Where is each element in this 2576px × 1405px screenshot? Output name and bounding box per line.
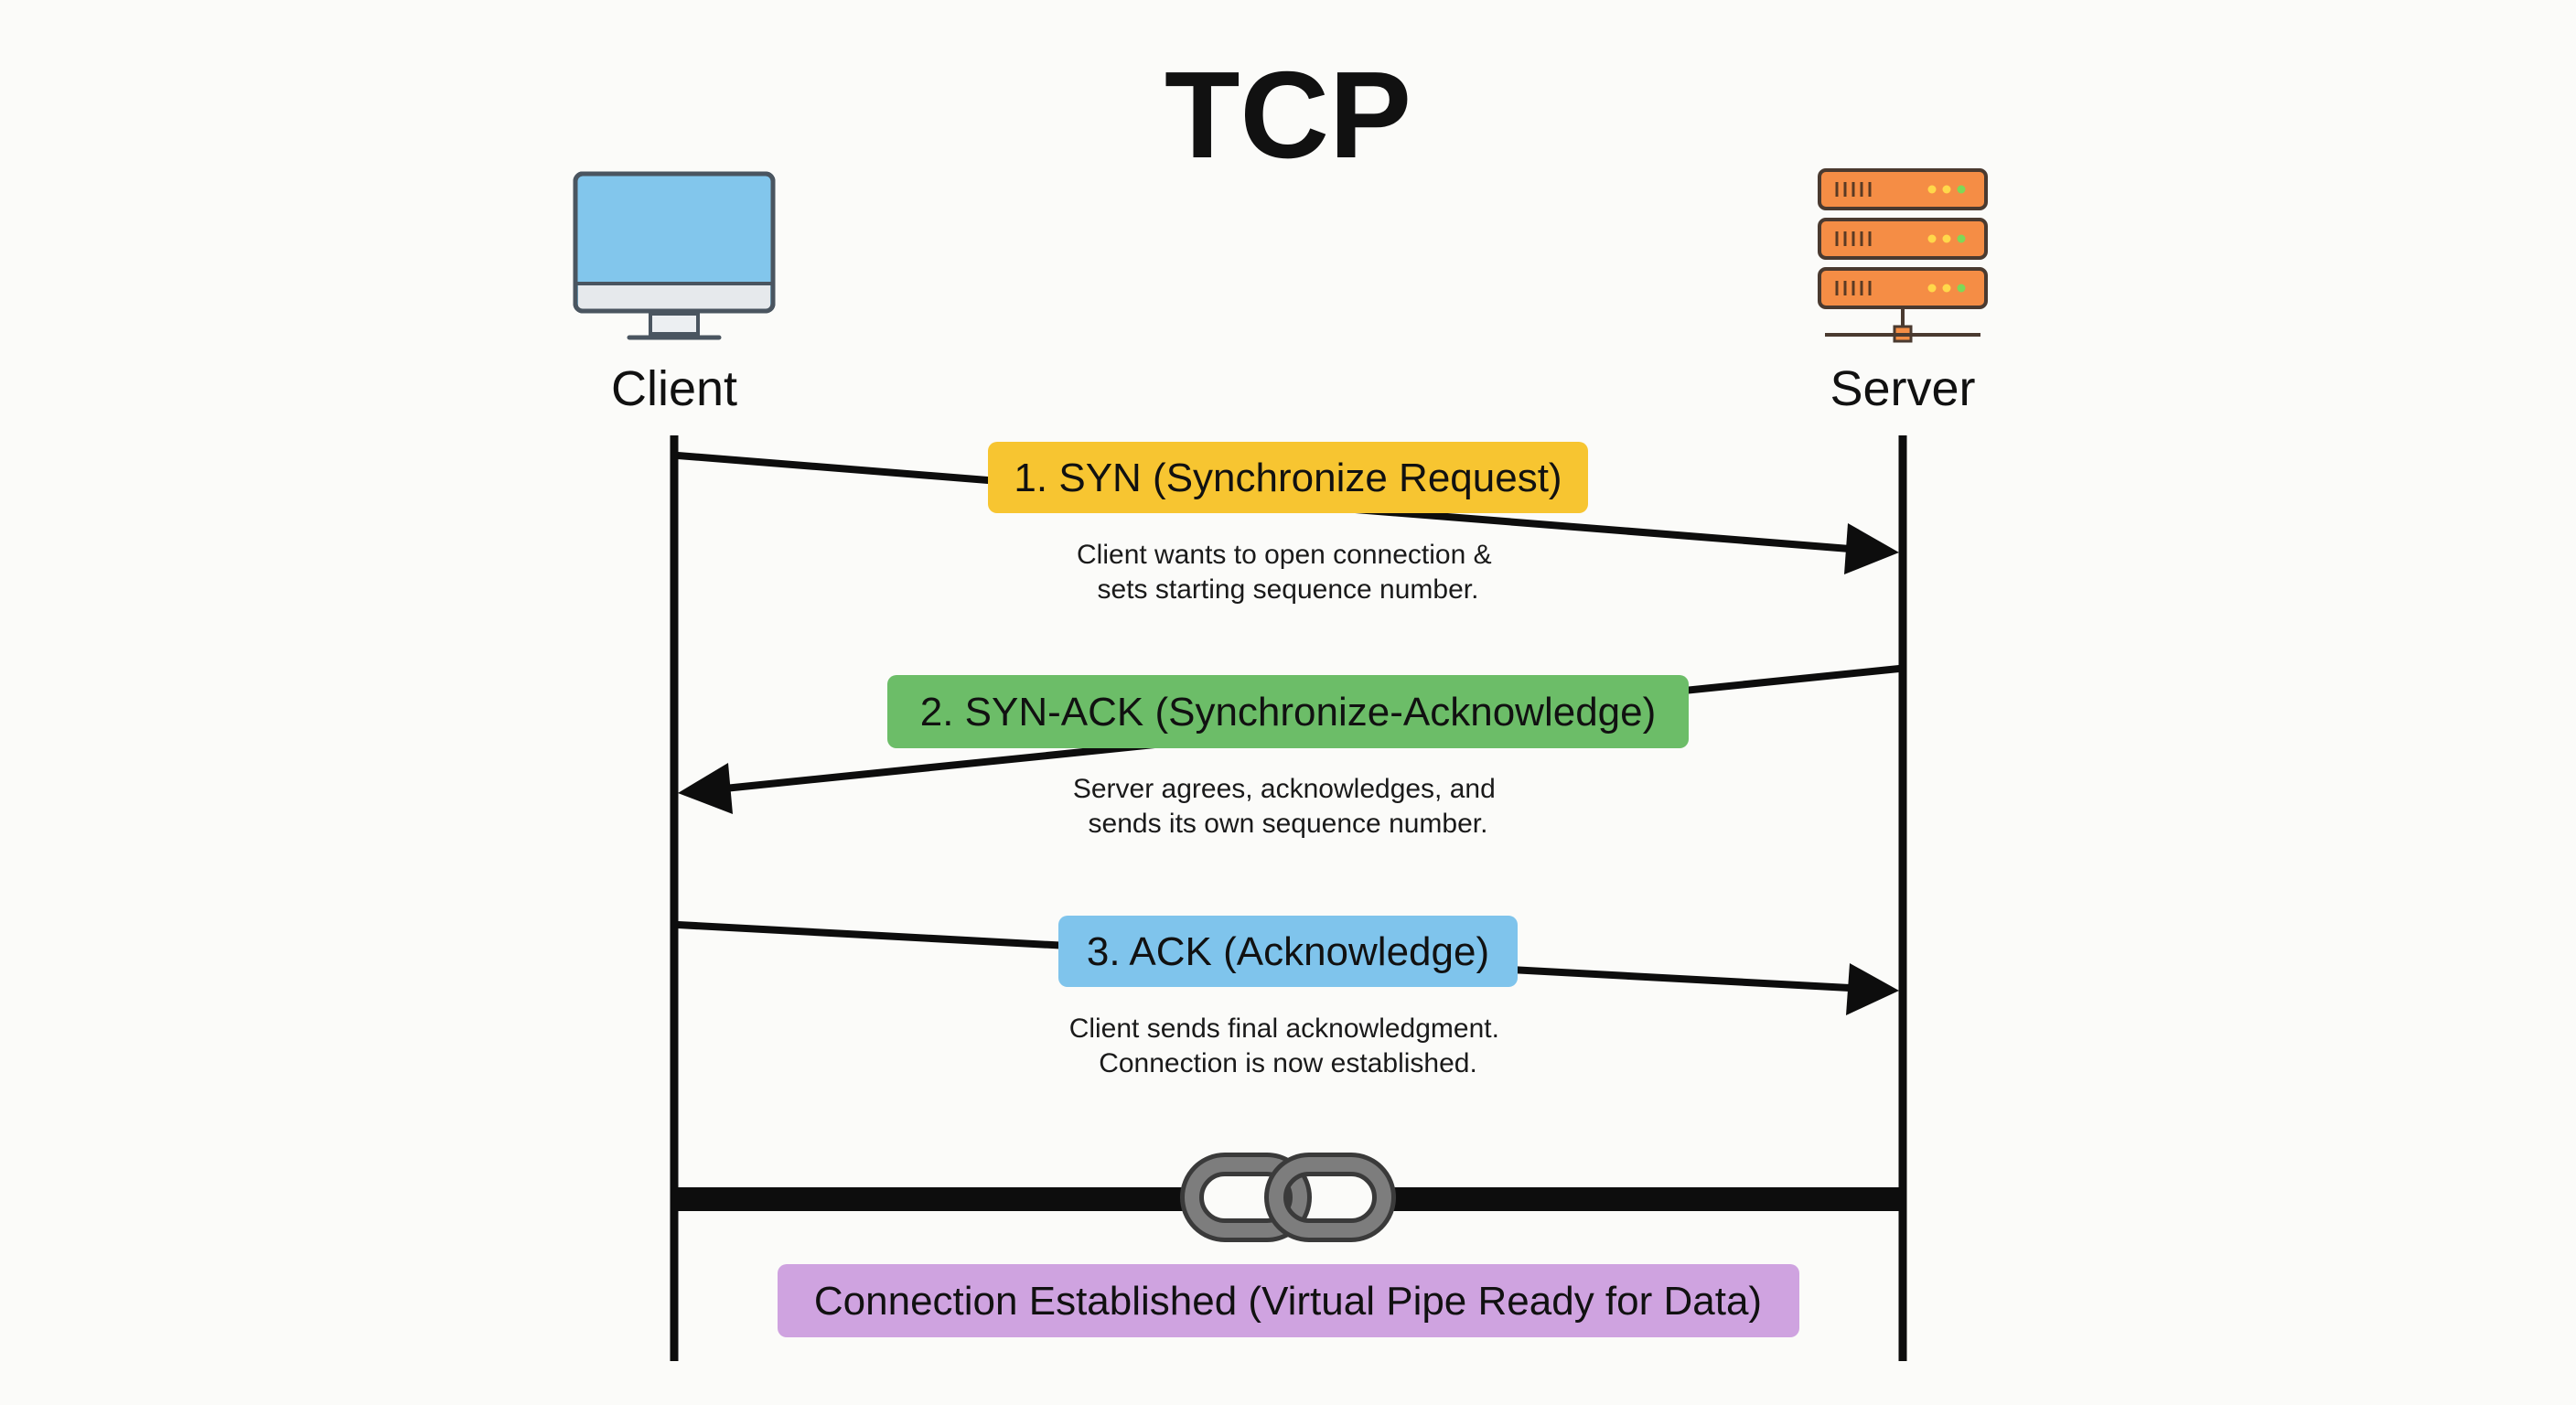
server-label: Server bbox=[1830, 361, 1975, 416]
connection-established-label: Connection Established (Virtual Pipe Rea… bbox=[814, 1279, 1762, 1324]
server-status-light bbox=[1957, 284, 1966, 293]
server-status-light bbox=[1927, 185, 1937, 194]
connection-established-badge: Connection Established (Virtual Pipe Rea… bbox=[778, 1264, 1799, 1337]
server-status-light bbox=[1942, 284, 1951, 293]
syn-step-label: 1. SYN (Synchronize Request) bbox=[1014, 456, 1562, 500]
chain-link-icon bbox=[1180, 1153, 1396, 1242]
server-status-light bbox=[1957, 185, 1966, 194]
server-status-light bbox=[1927, 234, 1937, 243]
ack-step-label: 3. ACK (Acknowledge) bbox=[1087, 929, 1489, 974]
syn-ack-step-label: 2. SYN-ACK (Synchronize-Acknowledge) bbox=[920, 690, 1657, 735]
server-status-light bbox=[1957, 234, 1966, 243]
monitor-icon bbox=[573, 171, 776, 340]
syn-step-badge: 1. SYN (Synchronize Request) bbox=[988, 442, 1588, 513]
syn-ack-step-description: Server agrees, acknowledges, and sends i… bbox=[1073, 774, 1503, 839]
connection-pipe bbox=[678, 1187, 1899, 1211]
server-status-light bbox=[1942, 234, 1951, 243]
server-status-light bbox=[1942, 185, 1951, 194]
client-label: Client bbox=[611, 361, 737, 416]
server-rack-icon bbox=[1818, 168, 1988, 343]
syn-step-description: Client wants to open connection & sets s… bbox=[1077, 540, 1499, 605]
syn-ack-step-badge: 2. SYN-ACK (Synchronize-Acknowledge) bbox=[887, 675, 1689, 748]
ack-step-description: Client sends final acknowledgment. Conne… bbox=[1069, 1014, 1508, 1078]
server-status-light bbox=[1927, 284, 1937, 293]
ack-step-badge: 3. ACK (Acknowledge) bbox=[1058, 916, 1518, 987]
page-title: TCP bbox=[1165, 46, 1411, 184]
